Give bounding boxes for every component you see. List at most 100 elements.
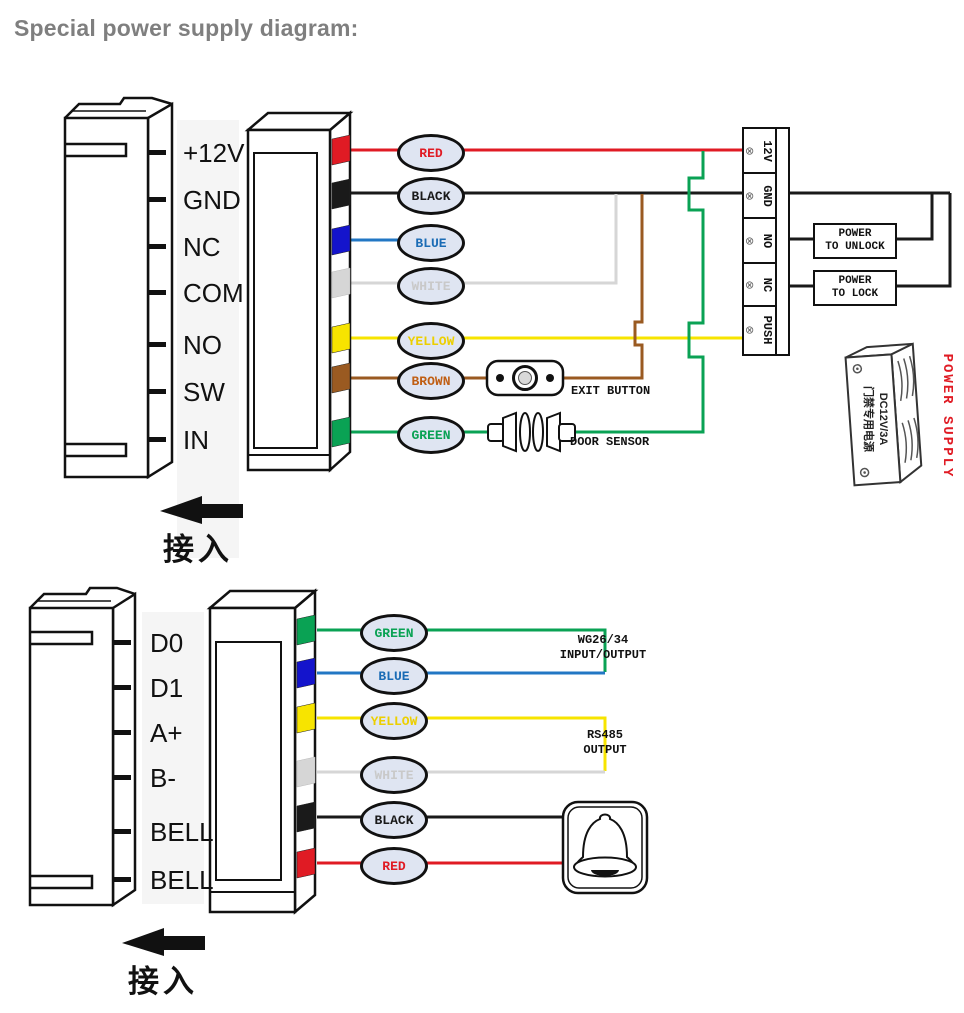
port-label-bell2: BELL bbox=[150, 865, 214, 895]
pin-brown-top bbox=[331, 362, 351, 394]
wire-tag-black-text: BLACK bbox=[411, 188, 451, 204]
screw-icon: ⊗ bbox=[745, 145, 755, 157]
pin-blue-bottom bbox=[296, 657, 316, 689]
pin-green-top bbox=[331, 416, 351, 448]
wire-tag-blue: BLUE bbox=[397, 224, 465, 262]
power-supply-box bbox=[844, 342, 923, 487]
wire-tag-black-b-text: BLACK bbox=[374, 812, 414, 828]
wire-tag-white-b-text: WHITE bbox=[374, 767, 414, 783]
wire-tag-brown-text: BROWN bbox=[411, 373, 451, 389]
exit-button-label: EXIT BUTTON bbox=[571, 384, 651, 398]
terminal-label-push: PUSH bbox=[760, 315, 774, 344]
terminal-cell-gnd: ⊗ GND bbox=[744, 174, 777, 219]
port-label-12v: +12V bbox=[183, 138, 245, 168]
port-label-gnd: GND bbox=[183, 185, 241, 215]
pin-white-top bbox=[331, 267, 351, 299]
port-label-d1: D1 bbox=[150, 673, 184, 703]
terminal-cell-12v: ⊗ 12V bbox=[744, 129, 777, 174]
wire-tag-black: BLACK bbox=[397, 177, 465, 215]
terminal-label-nc: NC bbox=[760, 277, 774, 292]
wire-tag-brown: BROWN bbox=[397, 362, 465, 400]
door-sensor-icon bbox=[487, 411, 576, 453]
port-label-bell1: BELL bbox=[150, 817, 214, 847]
terminal-cell-nc: ⊗ NC bbox=[744, 264, 777, 307]
pin-red-top bbox=[331, 134, 351, 166]
port-label-com: COM bbox=[183, 278, 244, 308]
wire-tag-white: WHITE bbox=[397, 267, 465, 305]
wire-tag-black-b: BLACK bbox=[360, 801, 428, 839]
device-outline-bottom bbox=[28, 586, 137, 908]
terminal-cell-no: ⊗ NO bbox=[744, 219, 777, 264]
terminal-label-no: NO bbox=[760, 233, 774, 248]
wire-tag-yellow-text: YELLOW bbox=[407, 333, 455, 349]
wire-tag-green-b: GREEN bbox=[360, 614, 428, 652]
port-label-no: NO bbox=[183, 330, 222, 360]
wire-tag-blue-b-text: BLUE bbox=[378, 668, 410, 684]
pin-blue-top bbox=[331, 224, 351, 256]
pin-red-bottom bbox=[296, 847, 316, 879]
power-to-unlock-line1: POWER bbox=[838, 228, 872, 240]
power-to-unlock-line2: TO UNLOCK bbox=[825, 241, 885, 253]
pin-white-bottom bbox=[296, 756, 316, 788]
wire-tag-blue-text: BLUE bbox=[415, 235, 447, 251]
device-ticks-top bbox=[148, 150, 166, 442]
page-title: Special power supply diagram: bbox=[14, 15, 359, 41]
terminal-label-12v: 12V bbox=[760, 139, 774, 162]
access-label-bottom: 接入 bbox=[128, 964, 198, 999]
rs485-label-line1: RS485 bbox=[586, 728, 623, 742]
wire-tag-red-b-text: RED bbox=[382, 858, 406, 874]
wire-tag-red-text: RED bbox=[419, 145, 443, 161]
wire-tag-green-b-text: GREEN bbox=[374, 625, 414, 641]
terminal-label-gnd: GND bbox=[760, 184, 774, 207]
power-supply-model: DC12V/3A bbox=[877, 392, 889, 446]
screw-icon: ⊗ bbox=[745, 190, 755, 202]
power-supply-side-label: POWER SUPPLY bbox=[939, 353, 955, 479]
door-bell-icon bbox=[561, 800, 649, 895]
wiegand-label-line1: WG26/34 bbox=[577, 633, 629, 647]
label-strip-bottom bbox=[142, 612, 204, 904]
power-to-unlock-box: POWER TO UNLOCK bbox=[813, 223, 897, 259]
wire-tag-red-b: RED bbox=[360, 847, 428, 885]
port-label-bminus: B- bbox=[150, 763, 176, 793]
wire-tag-white-b: WHITE bbox=[360, 756, 428, 794]
screw-icon: ⊗ bbox=[745, 324, 755, 336]
terminal-block: ⊗ 12V ⊗ GND ⊗ NO ⊗ NC ⊗ PUSH bbox=[742, 127, 779, 356]
wire-tag-yellow-b-text: YELLOW bbox=[370, 713, 418, 729]
pin-yellow-bottom bbox=[296, 702, 316, 734]
port-label-nc: NC bbox=[183, 232, 221, 262]
access-arrow-top bbox=[160, 496, 243, 524]
screw-icon: ⊗ bbox=[745, 279, 755, 291]
terminal-block-strip bbox=[775, 127, 790, 356]
port-label-in: IN bbox=[183, 425, 209, 455]
port-label-aplus: A+ bbox=[150, 718, 183, 748]
device-ticks-bottom bbox=[113, 640, 131, 882]
access-arrow-bottom bbox=[122, 928, 205, 956]
wire-tag-red: RED bbox=[397, 134, 465, 172]
door-sensor-label: DOOR SENSOR bbox=[570, 435, 650, 449]
rs485-label-line2: OUTPUT bbox=[583, 743, 627, 757]
wire-tag-yellow: YELLOW bbox=[397, 322, 465, 360]
screw-icon: ⊗ bbox=[745, 235, 755, 247]
wire-tag-green: GREEN bbox=[397, 416, 465, 454]
pin-yellow-top bbox=[331, 322, 351, 354]
port-label-d0: D0 bbox=[150, 628, 184, 658]
wire-tag-white-text: WHITE bbox=[411, 278, 451, 294]
power-supply-text: DC12V/3A 门禁专用电源 bbox=[858, 353, 890, 485]
port-label-sw: SW bbox=[183, 377, 225, 407]
wire-brown-top bbox=[350, 194, 644, 380]
pin-black-bottom bbox=[296, 801, 316, 833]
power-to-lock-line1: POWER bbox=[838, 275, 872, 287]
power-to-lock-box: POWER TO LOCK bbox=[813, 270, 897, 306]
pin-black-top bbox=[331, 178, 351, 210]
wire-tag-yellow-b: YELLOW bbox=[360, 702, 428, 740]
rs485-label: RS485 OUTPUT bbox=[560, 728, 650, 758]
wire-tag-blue-b: BLUE bbox=[360, 657, 428, 695]
power-supply-cn-label: 门禁专用电源 bbox=[862, 386, 874, 452]
access-label-top: 接入 bbox=[163, 532, 233, 567]
terminal-cell-push: ⊗ PUSH bbox=[744, 307, 777, 352]
exit-button-icon bbox=[485, 359, 565, 397]
wiegand-label-line2: INPUT/OUTPUT bbox=[559, 648, 647, 662]
label-strip-top bbox=[177, 120, 239, 558]
